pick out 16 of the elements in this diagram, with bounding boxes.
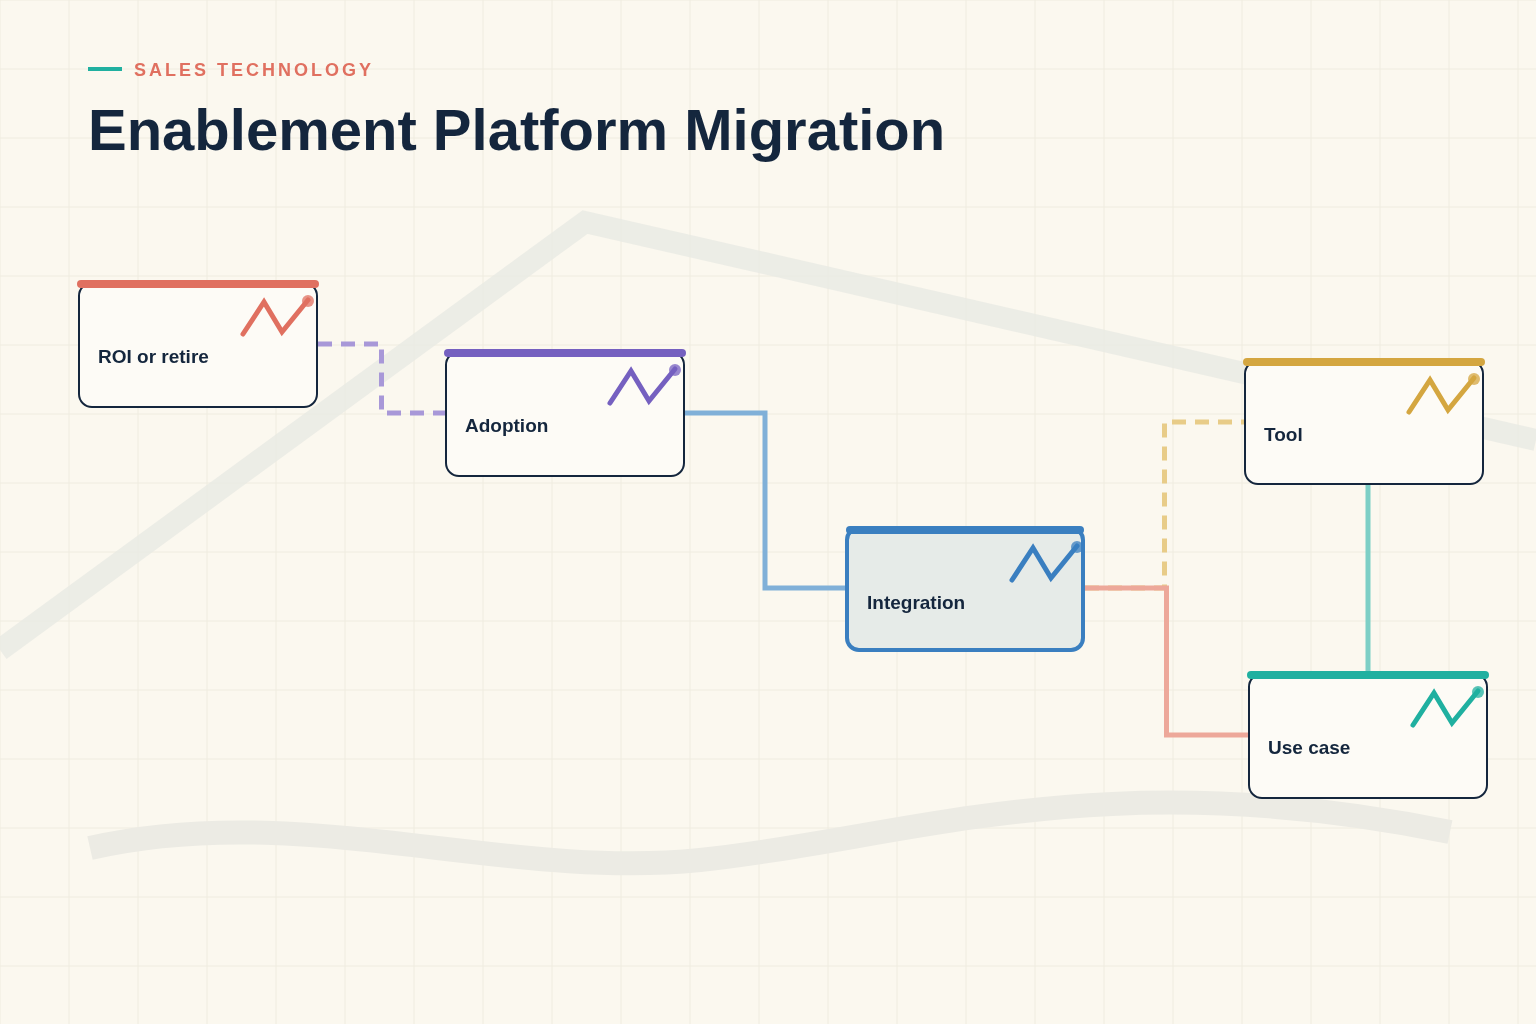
process-card	[1248, 673, 1488, 799]
process-card	[845, 526, 1085, 652]
title: Enablement Platform Migration	[88, 96, 946, 163]
connector	[1085, 585, 1248, 738]
node-label: Adoption	[465, 415, 549, 437]
node-label: Tool	[1264, 424, 1303, 446]
process-card	[445, 351, 685, 477]
connector	[1365, 485, 1371, 673]
node-label: Integration	[867, 592, 966, 614]
node-label: ROI or retire	[98, 346, 209, 368]
eyebrow-label: SALES TECHNOLOGY	[134, 60, 374, 81]
node-label: Use case	[1268, 737, 1351, 759]
connector	[685, 410, 845, 591]
process-card	[1244, 360, 1484, 485]
dashed-connector	[318, 341, 445, 416]
process-card	[78, 282, 318, 408]
